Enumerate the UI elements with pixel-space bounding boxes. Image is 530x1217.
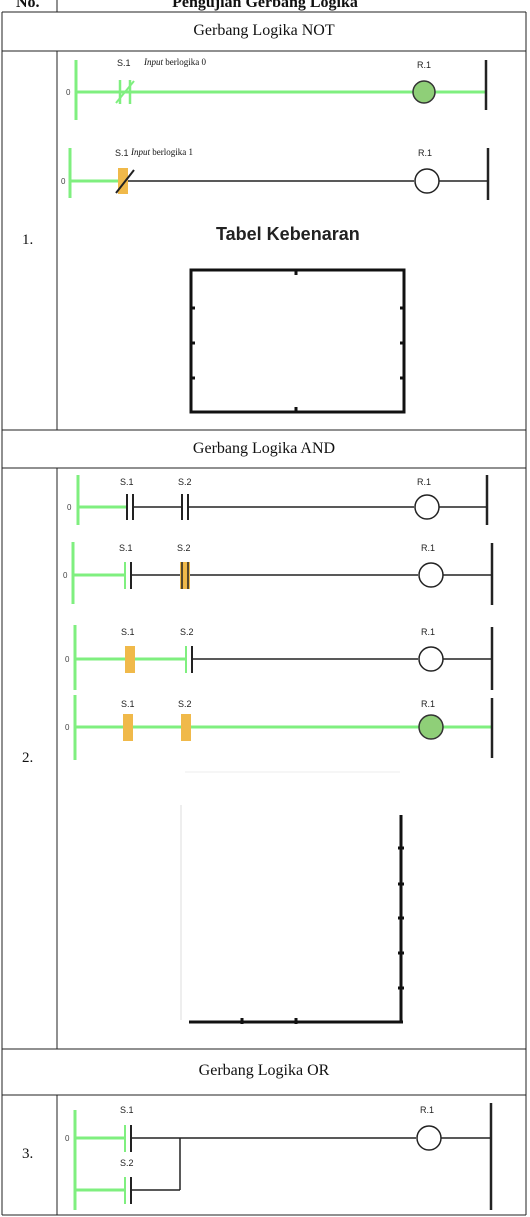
switch-label-s1: S.1 [120,1105,134,1115]
coil-off-icon [414,168,440,194]
rail-zero-label: 0 [66,88,71,97]
rail-zero-label: 0 [63,571,68,580]
switch-label-s2: S.2 [120,1158,134,1168]
output-label-r1: R.1 [417,477,432,487]
switch-label-s1: S.1 [119,543,133,553]
truth-table-frame-not [189,268,406,414]
section-title-not: Gerbang Logika NOT [193,22,335,39]
coil-on-icon [412,80,436,104]
rail-zero-label: 0 [65,723,70,732]
switch-label-s1: S.1 [117,58,131,68]
or-rung [73,1103,493,1210]
truth-table-frame-and [180,771,404,1024]
column-header-title: Pengujian Gerbang Logika [172,0,358,11]
switch-label-s1: S.1 [121,627,135,637]
rail-zero-label: 0 [67,503,72,512]
contact-on-icon [118,168,128,194]
rail-zero-label: 0 [61,177,66,186]
switch-label-s1: S.1 [120,477,134,487]
not-rung-input-0 [74,60,488,120]
rail-zero-label: 0 [65,655,70,664]
output-label-r1: R.1 [420,1105,435,1115]
row-number-1: 1. [22,232,34,248]
input-note-0: Input berlogika 0 [144,57,206,67]
output-label-r1: R.1 [421,543,436,553]
and-rung-3 [73,625,494,690]
switch-label-s2: S.2 [178,477,192,487]
section-title-and: Gerbang Logika AND [192,440,336,457]
output-label-r1: R.1 [421,699,436,709]
row-number-2: 2. [22,750,34,766]
switch-label-s1: S.1 [115,148,129,158]
and-rung-1 [76,475,489,525]
output-label-r1: R.1 [421,627,436,637]
switch-label-s2: S.2 [178,699,192,709]
switch-label-s2: S.2 [177,543,191,553]
output-label-r1: R.1 [418,148,433,158]
input-note-1: Input berlogika 1 [131,147,193,157]
row-number-3: 3. [22,1146,34,1162]
and-rung-2 [71,542,494,605]
output-label-r1: R.1 [417,60,432,70]
section-title-or: Gerbang Logika OR [198,1062,330,1079]
rail-zero-label: 0 [65,1134,70,1143]
switch-label-s2: S.2 [180,627,194,637]
switch-label-s1: S.1 [121,699,135,709]
truth-table-title: Tabel Kebenaran [216,224,360,244]
and-rung-4 [73,695,494,760]
not-rung-input-1 [68,148,490,200]
column-header-no: No. [16,0,40,11]
